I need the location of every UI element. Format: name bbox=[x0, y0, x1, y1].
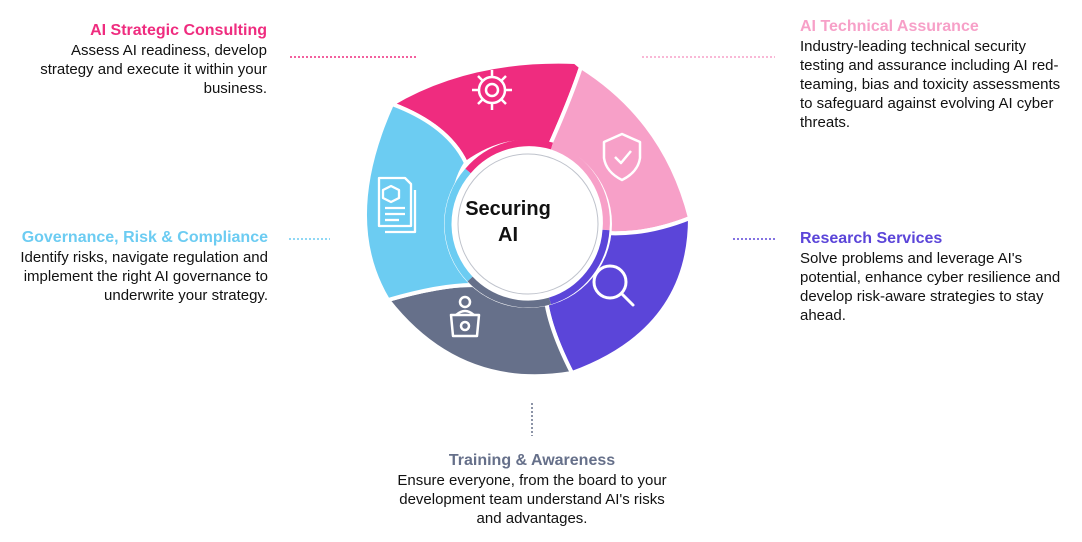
service-description: Assess AI readiness, develop strategy an… bbox=[40, 42, 267, 97]
inner-arc-research bbox=[548, 229, 610, 305]
document-icon bbox=[377, 176, 417, 234]
inner-arc-strategic bbox=[465, 139, 554, 174]
service-description: Ensure everyone, from the board to your … bbox=[397, 472, 667, 527]
service-description: Solve problems and leverage AI's potenti… bbox=[800, 250, 1061, 324]
service-title: Governance, Risk & Compliance bbox=[21, 229, 268, 246]
center-line2: AI bbox=[498, 224, 518, 246]
service-research: Research Services Solve problems and lev… bbox=[800, 229, 1076, 325]
center-disc bbox=[457, 153, 599, 295]
service-title: Research Services bbox=[800, 230, 943, 247]
service-title: AI Technical Assurance bbox=[800, 18, 979, 35]
service-training: Training & Awareness Ensure everyone, fr… bbox=[386, 451, 678, 528]
service-strategic: AI Strategic Consulting Assess AI readin… bbox=[18, 21, 267, 98]
service-technical: AI Technical Assurance Industry-leading … bbox=[800, 17, 1072, 132]
center-label: Securing AI bbox=[440, 196, 576, 248]
service-title: AI Strategic Consulting bbox=[90, 22, 267, 39]
gear-icon bbox=[472, 70, 512, 110]
shield-check-icon bbox=[602, 132, 642, 182]
segment-governance bbox=[362, 102, 474, 302]
inner-arc-training bbox=[467, 276, 551, 308]
presenter-icon bbox=[449, 295, 481, 338]
service-governance: Governance, Risk & Compliance Identify r… bbox=[8, 228, 268, 305]
service-description: Identify risks, navigate regulation and … bbox=[20, 249, 268, 304]
center-line1: Securing bbox=[465, 198, 551, 220]
inner-arc-governance bbox=[444, 168, 473, 282]
service-description: Industry-leading technical security test… bbox=[800, 38, 1061, 131]
inner-arc-technical bbox=[550, 142, 610, 231]
magnifier-icon bbox=[592, 264, 635, 307]
service-title: Training & Awareness bbox=[448, 452, 616, 469]
